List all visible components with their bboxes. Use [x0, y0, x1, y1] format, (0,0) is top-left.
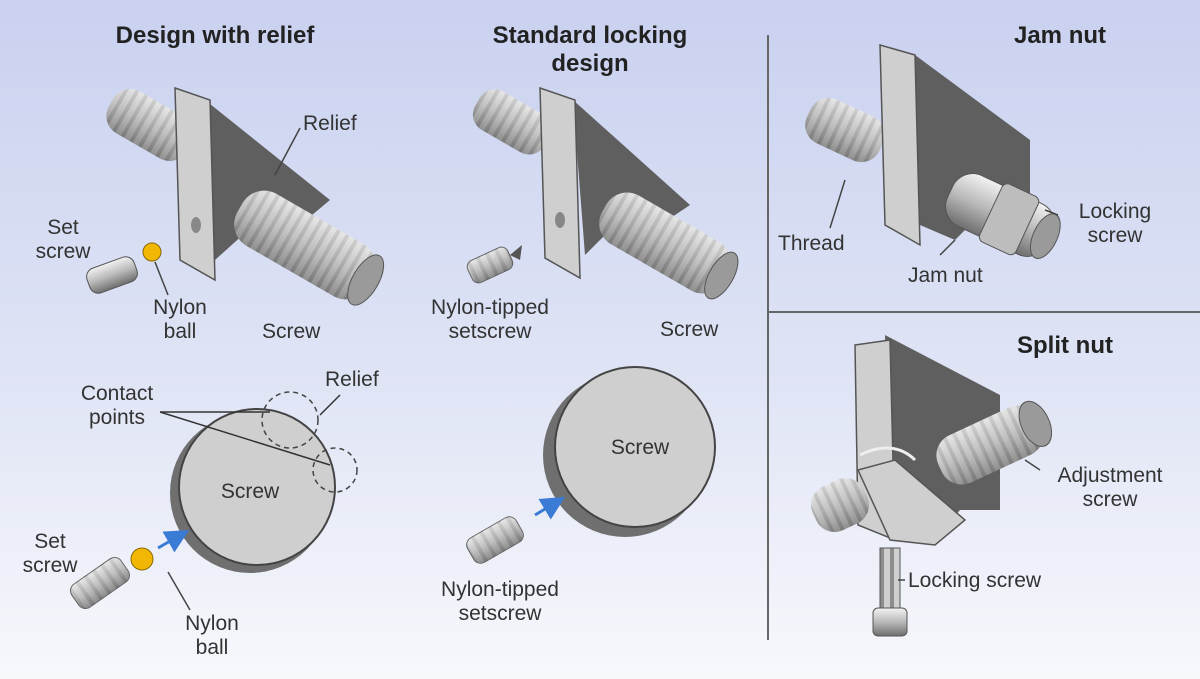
- standard-force-arrow: [534, 496, 566, 520]
- split-screw-back: [811, 477, 869, 533]
- standard-section-view: [466, 366, 716, 564]
- label-locking-screw-jam: Locking screw: [1078, 200, 1152, 247]
- relief-dashed-circle-1: [261, 391, 319, 449]
- title-design-with-relief: Design with relief: [115, 22, 315, 49]
- label-nylon-ball-top: Nylon ball: [153, 296, 207, 343]
- label-set-screw-top: Set screw: [35, 216, 91, 263]
- standard-screw-front: [599, 192, 739, 300]
- split-locking-screw: [872, 547, 908, 637]
- relief-plate-hole: [191, 217, 201, 233]
- split-nut-block: [856, 459, 967, 546]
- label-nylon-tipped-setscrew-top: Nylon-tipped setscrew: [431, 296, 549, 343]
- label-adjustment-screw: Adjustment screw: [1057, 464, 1163, 511]
- label-locking-screw-split: Locking screw: [908, 569, 1042, 592]
- title-split-nut: Split nut: [1017, 332, 1113, 359]
- label-screw-disc-standard: Screw: [610, 436, 670, 459]
- relief-force-arrow: [157, 530, 190, 553]
- label-nylon-ball-bottom: Nylon ball: [185, 612, 239, 659]
- jam-nut: [945, 173, 1061, 259]
- title-jam-nut: Jam nut: [1013, 22, 1106, 49]
- nylon-ball-top: [142, 242, 162, 262]
- label-thread: Thread: [778, 232, 845, 255]
- standard-plate-hole: [555, 212, 565, 228]
- label-screw-top-standard: Screw: [660, 318, 719, 341]
- standard-set-screw-bottom: [466, 516, 524, 564]
- relief-plate-face: [174, 86, 216, 282]
- relief-set-screw-top: [86, 256, 138, 294]
- title-standard-locking-design: Standard locking design: [492, 22, 688, 77]
- relief-section-view: [70, 391, 358, 611]
- label-screw-top: Screw: [262, 320, 321, 343]
- label-relief-top: Relief: [303, 112, 357, 135]
- relief-screw-back: [106, 89, 194, 161]
- jam-plate-face: [879, 43, 921, 247]
- jam-nut-assembly: [805, 43, 1061, 259]
- label-screw-disc-relief: Screw: [220, 480, 280, 503]
- label-nylon-tipped-setscrew-bottom: Nylon-tipped setscrew: [441, 578, 559, 625]
- adjustment-screw: [936, 400, 1053, 485]
- nylon-ball-bottom: [130, 547, 154, 571]
- relief-set-screw-bottom: [70, 556, 130, 610]
- standard-plate-face: [539, 86, 581, 280]
- standard-screw-disc: [554, 366, 716, 528]
- split-nut-assembly: [811, 335, 1053, 637]
- label-relief-bottom: Relief: [325, 368, 379, 391]
- panel-dividers: [767, 35, 1200, 640]
- jam-screw-back: [805, 97, 885, 163]
- relief-dashed-circle-2: [312, 447, 358, 493]
- standard-top-assembly: [466, 86, 739, 300]
- relief-screw-front: [234, 190, 385, 306]
- standard-screw-back: [472, 89, 552, 155]
- relief-top-assembly: [86, 86, 385, 306]
- label-jam-nut: Jam nut: [908, 264, 983, 287]
- label-contact-points: Contact points: [80, 382, 154, 429]
- label-set-screw-bottom: Set screw: [22, 530, 78, 577]
- standard-set-screw-top: [466, 246, 514, 284]
